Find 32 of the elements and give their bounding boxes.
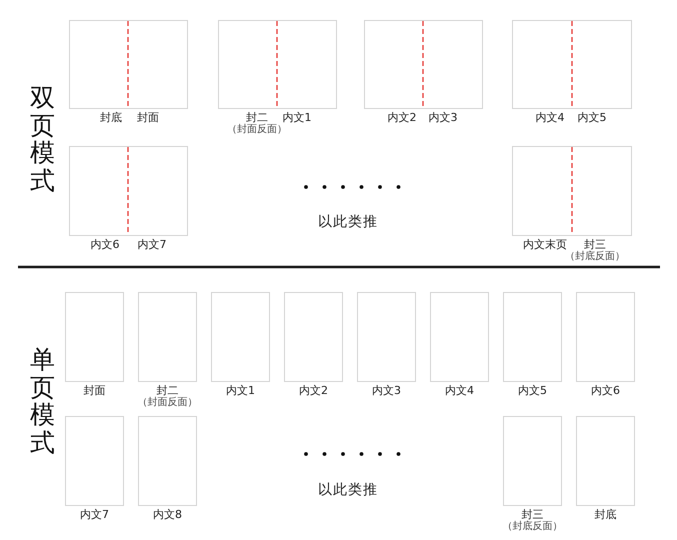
page-label: 内文7 — [138, 239, 166, 251]
page-label: 内文末页 — [523, 239, 567, 251]
page-label: 内文3 — [428, 112, 458, 124]
page-label: 内文2 — [299, 385, 328, 397]
page-label: 封面 — [84, 385, 106, 397]
page-label: 封二 — [246, 112, 268, 124]
page-note: （封面反面） — [227, 124, 287, 135]
page-label: 内文6 — [591, 385, 620, 397]
continuation-text: 以此类推 — [318, 482, 378, 498]
section-title: 双页模式 — [30, 84, 55, 194]
page-label: 封二 — [156, 385, 178, 397]
page-label: 封三 — [584, 239, 606, 251]
continuation-text: 以此类推 — [318, 214, 378, 230]
page-label: 封三 — [522, 509, 544, 521]
page-label: 内文2 — [388, 112, 416, 124]
page-label: 封底 — [594, 509, 616, 521]
page-label: 内文4 — [536, 112, 564, 124]
page-label: 内文4 — [445, 385, 474, 397]
page-label: 封面 — [137, 112, 159, 124]
page-note: （封底反面） — [502, 521, 562, 532]
page-label: 内文1 — [226, 385, 255, 397]
page-label: 封底 — [100, 112, 122, 124]
page-label: 内文1 — [282, 112, 312, 124]
page-label: 内文6 — [90, 239, 120, 251]
page-label: 内文8 — [153, 509, 182, 521]
page-label: 内文5 — [578, 112, 606, 124]
page-label: 内文5 — [518, 385, 547, 397]
page-label: 内文7 — [80, 509, 109, 521]
page-note: （封底反面） — [565, 251, 625, 262]
page-label: 内文3 — [372, 385, 401, 397]
page-note: （封面反面） — [138, 397, 198, 408]
section-title: 单页模式 — [30, 346, 55, 456]
